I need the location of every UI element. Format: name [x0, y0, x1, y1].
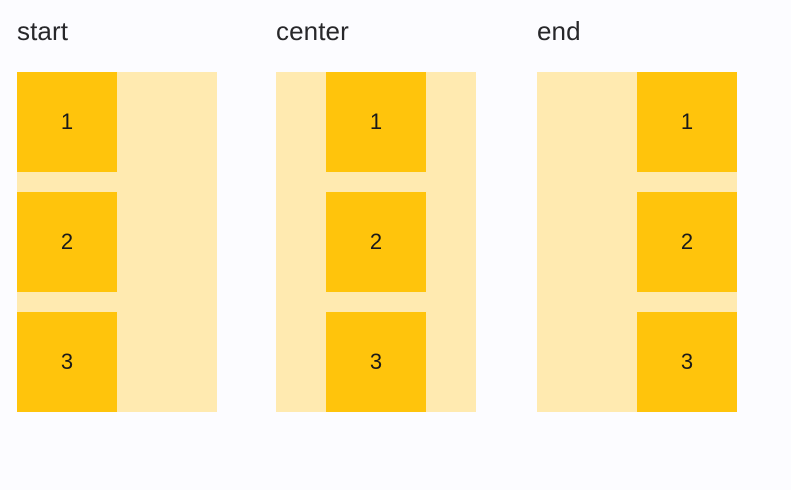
flex-container-center: 1 2 3 — [276, 72, 476, 412]
flex-item: 2 — [326, 192, 426, 292]
flex-item-label: 3 — [60, 349, 74, 374]
flex-item-label: 1 — [369, 109, 383, 134]
flex-item: 2 — [637, 192, 737, 292]
flex-item-label: 3 — [680, 349, 694, 374]
flex-item-label: 3 — [369, 349, 383, 374]
column-label-end: end — [537, 16, 581, 46]
flex-item-label: 2 — [680, 229, 694, 254]
flex-item: 3 — [637, 312, 737, 412]
flex-container-start: 1 2 3 — [17, 72, 217, 412]
flex-item: 3 — [326, 312, 426, 412]
column-label-center: center — [276, 16, 349, 46]
flex-item: 2 — [17, 192, 117, 292]
flex-item-label: 1 — [60, 109, 74, 134]
column-label-start: start — [17, 16, 69, 46]
flex-item: 1 — [17, 72, 117, 172]
flex-item: 1 — [637, 72, 737, 172]
flex-item-label: 2 — [60, 229, 74, 254]
flex-container-end: 1 2 3 — [537, 72, 737, 412]
flex-item-label: 1 — [680, 109, 694, 134]
flex-item: 3 — [17, 312, 117, 412]
flex-item: 1 — [326, 72, 426, 172]
flex-item-label: 2 — [369, 229, 383, 254]
